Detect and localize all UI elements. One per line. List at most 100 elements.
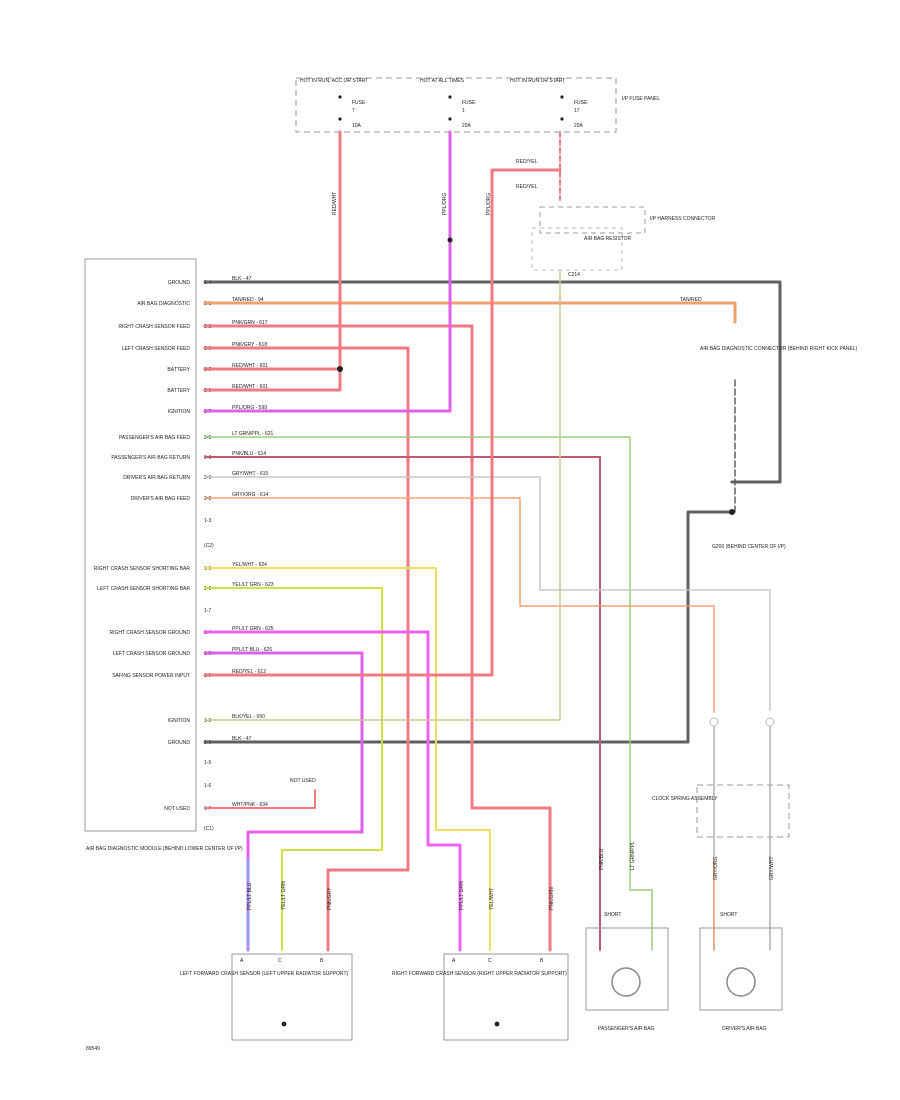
fuse-17-name: FUSE: [574, 100, 588, 106]
module-pin-label: AIR BAG DIAGNOSTIC: [137, 301, 190, 307]
fuse-7-number: 7: [352, 108, 355, 114]
module-pin-label: RIGHT CRASH SENSOR FEED: [118, 324, 190, 330]
module-pin-label: GROUND: [168, 740, 191, 746]
passenger-bag-pin: SHORT: [604, 912, 621, 918]
module-pin-number: 2-9: [204, 475, 211, 481]
wire-ignition-2: [204, 269, 561, 721]
left-sensor-pin-c: C: [278, 958, 282, 964]
module-pin-label: RIGHT CRASH SENSOR SHORTING BAR: [94, 566, 191, 572]
fuse-1-name: FUSE: [462, 100, 476, 106]
passenger-bag-label: PASSENGER'S AIR BAG: [598, 1026, 655, 1032]
module-pin-wire: YEL/WHT - 624: [232, 562, 267, 568]
wire-runs: [203, 130, 782, 952]
module-pin-wire: TAN/RED - 94: [232, 297, 264, 303]
driver-bag-wire-2: GRY/WHT: [769, 856, 775, 880]
module-pin-wire: WHT/PNK - 634: [232, 802, 268, 808]
module-pin-label: IGNITION: [168, 409, 191, 415]
right-sensor-wire-1: PPL/LT GRN: [459, 881, 465, 910]
left-sensor-wire-3: PNK/GRY: [327, 887, 333, 910]
wire-ground-return: [203, 510, 734, 744]
module-pin-label: BATTERY: [167, 388, 190, 394]
air-bag-resistor: AIR BAG RESISTOR C214: [531, 227, 632, 278]
right-sensor-wire-2: YEL/WHT: [489, 888, 495, 910]
wire-right-crash-feed: [203, 324, 552, 952]
fuse-7-name: FUSE: [352, 100, 366, 106]
fuse-1-number: 1: [462, 108, 465, 114]
fuse-wire-label-1: RED/WHT: [332, 192, 338, 215]
ground-point: G200 (BEHIND CENTER OF I/P): [712, 544, 786, 550]
fuse-17: FUSE 17 20A: [560, 95, 588, 129]
splices: [337, 237, 735, 515]
feed-label-3: HOT IN RUN OR START: [510, 78, 565, 84]
module-pin-number: 2-5: [204, 435, 211, 441]
module-pin-wire: PNK/GRY - 618: [232, 342, 267, 348]
diagram-code: 89549: [86, 1046, 100, 1052]
fuse-1-rating: 20A: [462, 123, 472, 129]
wire-right-shorting: [204, 567, 491, 951]
module-pin-wire: BLK/YEL - 650: [232, 714, 265, 720]
right-sensor-wire-3: PNK/GRN: [549, 887, 555, 910]
right-forward-crash-sensor: RIGHT FORWARD CRASH SENSOR (RIGHT UPPER …: [392, 881, 569, 1041]
driver-bag-label: DRIVER'S AIR BAG: [722, 1026, 767, 1032]
fuse-1: FUSE 1 20A: [448, 95, 476, 129]
wire-pass-return: [204, 456, 601, 951]
module-pin-number: (C1): [204, 826, 214, 832]
fuse-wire-label-2: PPL/ORG: [442, 193, 448, 215]
fuse-7: FUSE 7 10A: [338, 95, 366, 129]
module-pin-label: LEFT CRASH SENSOR FEED: [122, 346, 191, 352]
clock-spring-assembly: CLOCK SPRING ASSEMBLY: [652, 717, 790, 838]
left-sensor-wire-2: YEL/LT GRN: [281, 881, 287, 910]
passenger-bag-wire-2: LT GRN/PPL: [630, 841, 636, 870]
module-pin-wire: BLK - 47: [232, 736, 252, 742]
module-pin-number: (C2): [204, 543, 214, 549]
module-pin-label: LEFT CRASH SENSOR SHORTING BAR: [97, 586, 190, 592]
module-pin-row: (C1): [204, 826, 214, 832]
wire-driver-return: [204, 476, 771, 711]
module-pin-number: 1-3: [204, 518, 211, 524]
wire-pass-feed: [204, 436, 653, 951]
wire-not-used: [204, 789, 316, 809]
left-sensor-wire-1: PPL/LT BLU: [247, 882, 253, 910]
right-sensor-label: RIGHT FORWARD CRASH SENSOR (RIGHT UPPER …: [392, 971, 567, 977]
module-pin-row: 1-6: [204, 783, 211, 789]
module-pin-number: 1-6: [204, 783, 211, 789]
diag-wire-label: TAN/RED: [680, 297, 702, 303]
fuse-17-number: 17: [574, 108, 580, 114]
module-pin-wire: BLK - 47: [232, 276, 252, 282]
module-pin-label: DRIVER'S AIR BAG RETURN: [123, 475, 190, 481]
wire-driver-feed: [204, 497, 715, 713]
wire-safing: [203, 168, 562, 677]
module-pin-wire: PNK/GRN - 617: [232, 320, 268, 326]
right-sensor-pin-c: C: [488, 958, 492, 964]
splice-ground: [729, 509, 735, 515]
fuse-7-rating: 10A: [352, 123, 362, 129]
module-pin-row: 1-7: [204, 608, 211, 614]
right-sensor-pin-b: B: [540, 958, 544, 964]
module-pin-label: IGNITION: [168, 718, 191, 724]
module-pin-wire: RED/WHT - 601: [232, 363, 268, 369]
module-pin-wire: PPL/LT GRN - 625: [232, 626, 274, 632]
module-pin-wire: RED/WHT - 601: [232, 384, 268, 390]
module-pin-number: 2-8: [204, 496, 211, 502]
fuse-wire-label-3: PPL/ORG: [486, 193, 492, 215]
module-pin-label: SAFING SENSOR POWER INPUT: [112, 673, 190, 679]
module-pin-row: 1-3: [204, 518, 211, 524]
fuse-panel-label: I/P FUSE PANEL: [622, 96, 660, 102]
ip-harness-label: I/P HARNESS CONNECTOR: [650, 216, 715, 222]
splice-label-2: RED/YEL: [516, 184, 538, 190]
module-pin-wire: RED/YEL - 612: [232, 669, 266, 675]
wire-left-shorting: [204, 587, 383, 951]
module-pin-wire: PNK/BLU - 614: [232, 451, 266, 457]
left-sensor-pin-a: A: [240, 958, 244, 964]
diagnostic-connector: TAN/RED AIR BAG DIAGNOSTIC CONNECTOR (BE…: [680, 297, 858, 352]
driver-bag-pin: SHORT: [720, 912, 737, 918]
module-pin-label: BATTERY: [167, 367, 190, 373]
module-pin-wire: YEL/LT GRN - 623: [232, 582, 274, 588]
clock-spring-label: CLOCK SPRING ASSEMBLY: [652, 796, 718, 802]
ip-harness-connector: I/P HARNESS CONNECTOR: [539, 206, 715, 234]
diag-connector-label: AIR BAG DIAGNOSTIC CONNECTOR (BEHIND RIG…: [700, 346, 858, 352]
